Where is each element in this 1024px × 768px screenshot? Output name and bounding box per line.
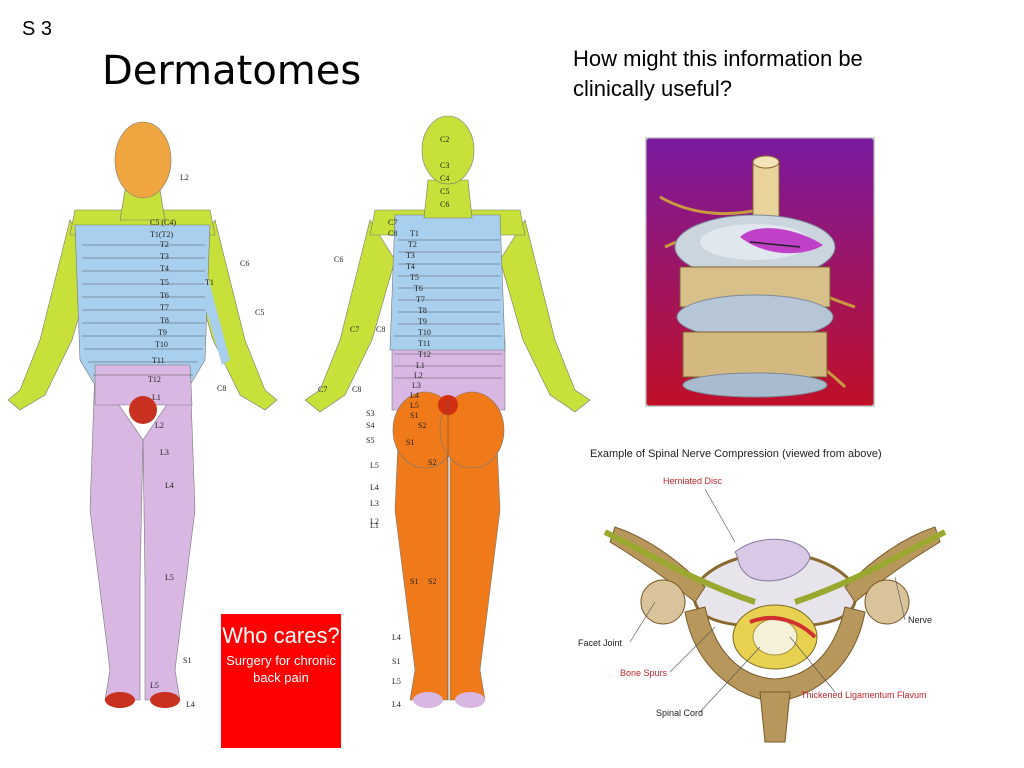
back-label: L2	[414, 371, 423, 380]
back-label: C7	[388, 218, 397, 227]
callout-text: Surgery for chronic back pain	[226, 653, 336, 685]
back-label: L3	[370, 499, 379, 508]
front-label: T9	[158, 328, 167, 337]
front-label: T5	[160, 278, 169, 287]
front-label: L4	[165, 481, 174, 490]
back-label: S5	[366, 436, 374, 445]
back-label: T1	[410, 229, 419, 238]
front-label: C8	[217, 384, 226, 393]
back-label: C8	[352, 385, 361, 394]
front-label: T10	[155, 340, 168, 349]
front-label: L5	[150, 681, 159, 690]
back-label: L5	[410, 401, 419, 410]
front-label: T3	[160, 252, 169, 261]
back-label: L2	[370, 517, 379, 526]
front-label: C6	[240, 259, 249, 268]
front-label: L2	[180, 173, 189, 182]
front-label: T11	[152, 356, 165, 365]
front-figure: L2 C5 (C4) T1(T2) T2 T3 T4 T5 T6 T7 T8 T…	[7, 121, 278, 709]
back-label: C2	[440, 135, 449, 144]
back-label: C7	[350, 325, 359, 334]
front-label: T4	[160, 264, 169, 273]
back-label: L4	[392, 633, 401, 642]
front-label: C5	[255, 308, 264, 317]
herniated-disc-illustration	[645, 137, 875, 407]
back-label: C6	[334, 255, 343, 264]
back-label: T4	[406, 262, 415, 271]
back-label: S2	[418, 421, 426, 430]
back-label: S1	[410, 411, 418, 420]
back-label: L4	[410, 391, 419, 400]
back-label: C3	[440, 161, 449, 170]
back-label: L1	[416, 361, 425, 370]
compression-title: Example of Spinal Nerve Compression (vie…	[590, 448, 882, 460]
front-label: C5 (C4)	[150, 218, 176, 227]
back-label: C7	[318, 385, 327, 394]
spinal-cord-label: Spinal Cord	[656, 708, 703, 718]
callout-heading: Who cares?	[222, 623, 340, 648]
back-label: S3	[366, 409, 374, 418]
back-label: C6	[440, 200, 449, 209]
back-label: T3	[406, 251, 415, 260]
back-label: S1	[410, 577, 418, 586]
back-label: T11	[418, 339, 431, 348]
front-label: T7	[160, 303, 169, 312]
back-label: T6	[414, 284, 423, 293]
facet-joint-label: Facet Joint	[578, 638, 623, 648]
front-label: L5	[165, 573, 174, 582]
front-label: T12	[148, 375, 161, 384]
back-label: L4	[370, 483, 379, 492]
slide-title: Dermatomes	[102, 48, 362, 94]
back-label: L1	[370, 521, 379, 530]
back-label: L4	[392, 700, 401, 709]
back-label: S1	[392, 657, 400, 666]
back-label: C8	[388, 229, 397, 238]
back-label: L5	[392, 677, 401, 686]
back-label: T10	[418, 328, 431, 337]
back-label: C5	[440, 187, 449, 196]
ligamentum-label: Thickened Ligamentum Flavum	[801, 690, 927, 700]
back-label: T2	[408, 240, 417, 249]
front-label: T6	[160, 291, 169, 300]
front-label: L3	[160, 448, 169, 457]
callout-box: Who cares? Surgery for chronic back pain	[221, 614, 341, 748]
spinal-compression-diagram: Example of Spinal Nerve Compression (vie…	[578, 448, 947, 743]
nerve-label: Nerve	[908, 615, 932, 625]
back-label: L3	[412, 381, 421, 390]
slide-number: S 3	[22, 18, 53, 40]
bone-spurs-label: Bone Spurs	[620, 668, 668, 678]
back-label: T5	[410, 273, 419, 282]
back-label: L5	[370, 461, 379, 470]
front-label: T8	[160, 316, 169, 325]
dermatome-figures: L2 C5 (C4) T1(T2) T2 T3 T4 T5 T6 T7 T8 T…	[7, 115, 591, 709]
question-text: How might this information be clinically…	[573, 46, 863, 101]
front-label: L4	[186, 700, 195, 709]
front-label: L2	[155, 421, 164, 430]
front-label: T1(T2)	[150, 230, 173, 239]
front-label: T2	[160, 240, 169, 249]
back-label: S2	[428, 577, 436, 586]
back-label: S2	[428, 458, 436, 467]
back-label: T12	[418, 350, 431, 359]
back-label: C4	[440, 174, 449, 183]
herniated-disc-label: Herniated Disc	[663, 476, 723, 486]
back-figure: C2 C3 C4 C5 C6 C7 C8 T1 T2 T3 T4 T5 T6 T…	[304, 115, 591, 709]
front-label: S1	[183, 656, 191, 665]
front-label: L1	[152, 393, 161, 402]
back-label: S1	[406, 438, 414, 447]
back-label: C8	[376, 325, 385, 334]
back-label: T8	[418, 306, 427, 315]
front-label: T1	[205, 278, 214, 287]
back-label: T7	[416, 295, 425, 304]
back-label: S4	[366, 421, 374, 430]
back-label: T9	[418, 317, 427, 326]
